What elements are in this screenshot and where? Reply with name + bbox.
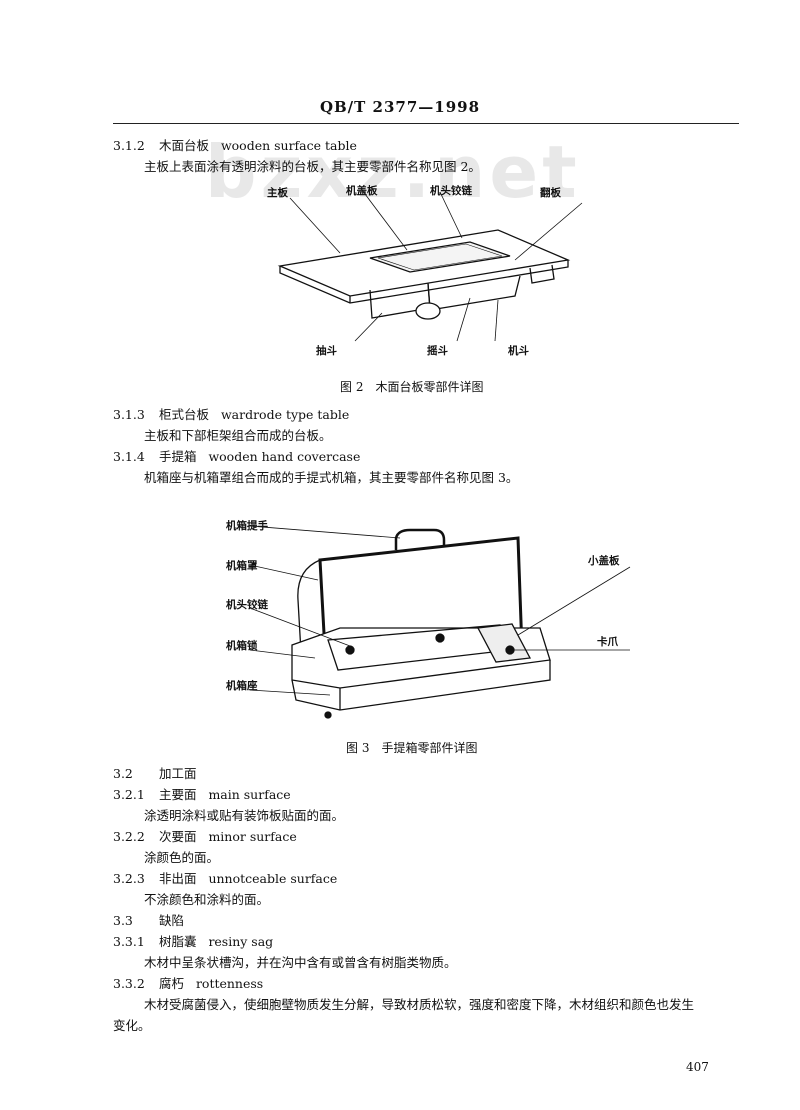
section-3-2-2-heading: 3.2.2 次要面 minor surface: [113, 828, 297, 846]
document-header: QB/T 2377—1998: [319, 98, 481, 116]
section-3-2-heading: 3.2 加工面: [113, 765, 197, 783]
fig3-label-case-cover: 机箱罩: [226, 560, 258, 572]
fig3-label-handle: 机箱提手: [226, 520, 268, 532]
fig3-label-lock: 机箱锁: [226, 640, 258, 652]
figure-3-caption: 图 3 手提箱零部件详图: [346, 741, 478, 755]
section-title: 非出面: [159, 871, 197, 886]
section-title-en: unnotceable surface: [208, 871, 338, 886]
fig2-label-flap: 翻板: [540, 187, 561, 199]
fig2-label-cover-board: 机盖板: [346, 185, 378, 197]
section-title-en: resiny sag: [208, 934, 274, 949]
section-3-2-1-heading: 3.2.1 主要面 main surface: [113, 786, 291, 804]
fig3-label-hinge: 机头铰链: [226, 599, 268, 611]
paragraph: 木材中呈条状槽沟，并在沟中含有或曾含有树脂类物质。: [144, 955, 457, 970]
section-3-1-4-heading: 3.1.4 手提箱 wooden hand covercase: [113, 448, 360, 466]
paragraph: 不涂颜色和涂料的面。: [144, 892, 270, 907]
fig3-label-base: 机箱座: [226, 680, 258, 692]
section-3-1-2-heading: 3.1.2 木面台板 wooden surface table: [113, 137, 357, 155]
section-3-3-2-heading: 3.3.2 腐朽 rottenness: [113, 975, 263, 993]
fig2-label-hinge: 机头铰链: [430, 185, 472, 197]
section-3-2-3-heading: 3.2.3 非出面 unnotceable surface: [113, 870, 337, 888]
section-number: 3.2: [113, 766, 133, 781]
fig2-label-machine-drawer: 机斗: [508, 345, 529, 357]
section-title: 手提箱: [159, 449, 197, 464]
fig3-label-clip: 卡爪: [597, 636, 618, 648]
fig2-label-drawer: 抽斗: [316, 345, 337, 357]
section-title: 柜式台板: [159, 407, 210, 422]
paragraph: 涂颜色的面。: [144, 850, 220, 865]
section-title: 次要面: [159, 829, 197, 844]
figure-3-drawing: [249, 525, 631, 719]
section-title: 树脂囊: [159, 934, 197, 949]
section-title-en: minor surface: [208, 829, 297, 844]
fig2-label-swing-drawer: 摇斗: [427, 345, 448, 357]
section-title-en: wooden hand covercase: [208, 449, 361, 464]
section-number: 3.1.4: [113, 449, 145, 464]
section-3-3-1-heading: 3.3.1 树脂囊 resiny sag: [113, 933, 273, 951]
section-title: 加工面: [159, 766, 197, 781]
section-title-en: rottenness: [195, 976, 264, 991]
paragraph: 涂透明涂料或贴有装饰板贴面的面。: [144, 808, 345, 823]
section-title-en: wooden surface table: [220, 138, 357, 153]
section-3-3-heading: 3.3 缺陷: [113, 912, 184, 930]
paragraph: 机箱座与机箱罩组合而成的手提式机箱，其主要零部件名称见图 3。: [144, 470, 519, 485]
section-number: 3.1.3: [113, 407, 145, 422]
paragraph: 主板上表面涂有透明涂料的台板，其主要零部件名称见图 2。: [144, 159, 481, 174]
section-title-en: wardrode type table: [220, 407, 350, 422]
section-number: 3.2.2: [113, 829, 145, 844]
section-number: 3.2.3: [113, 871, 145, 886]
figure-2-caption: 图 2 木面台板零部件详图: [340, 380, 484, 394]
section-number: 3.1.2: [113, 138, 145, 153]
section-number: 3.3.1: [113, 934, 145, 949]
section-number: 3.3: [113, 913, 133, 928]
section-title: 主要面: [159, 787, 197, 802]
paragraph: 主板和下部柜架组合而成的台板。: [144, 428, 332, 443]
page-number: 407: [686, 1060, 709, 1074]
figure-2-drawing: [277, 189, 583, 342]
watermark: bzxz.net: [205, 130, 581, 214]
fig2-label-main-board: 主板: [267, 187, 288, 199]
section-number: 3.2.1: [113, 787, 145, 802]
section-3-1-3-heading: 3.1.3 柜式台板 wardrode type table: [113, 406, 349, 424]
section-title: 腐朽: [159, 976, 185, 991]
section-number: 3.3.2: [113, 976, 145, 991]
section-title: 缺陷: [159, 913, 185, 928]
section-title-en: main surface: [208, 787, 291, 802]
section-title: 木面台板: [159, 138, 210, 153]
fig3-label-small-cover: 小盖板: [588, 555, 620, 567]
paragraph-continuation: 变化。: [113, 1018, 151, 1033]
paragraph: 木材受腐菌侵入，使细胞壁物质发生分解，导致材质松软，强度和密度下降，木材组织和颜…: [144, 997, 695, 1012]
header-rule: [113, 123, 739, 124]
